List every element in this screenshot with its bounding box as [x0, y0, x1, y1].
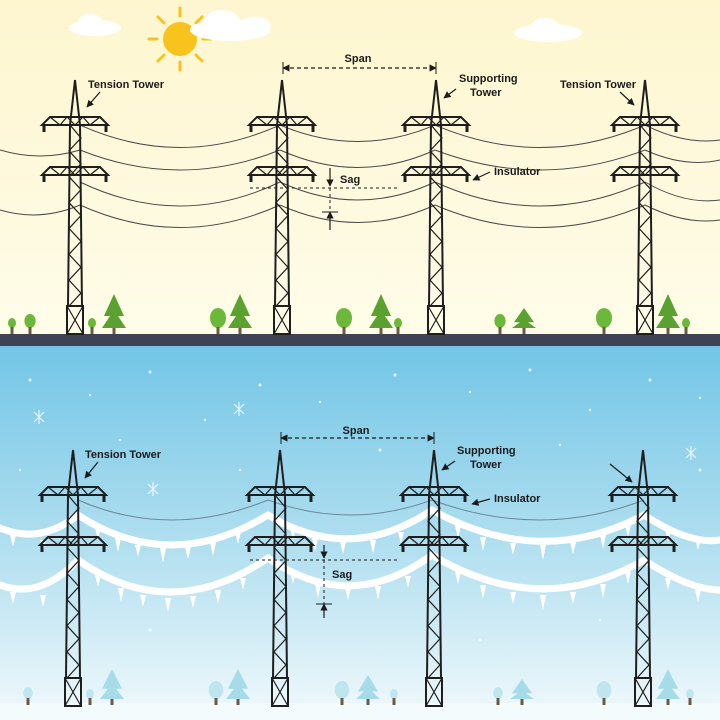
span-label-winter: Span — [343, 425, 370, 437]
tension-tower-label-left: Tension Tower — [88, 79, 165, 91]
supporting-tower-label-line2: Tower — [470, 87, 502, 99]
summer-tower-1 — [39, 79, 111, 335]
winter-tower-4 — [607, 449, 679, 707]
tree-icon — [226, 669, 250, 705]
tree-icon — [656, 669, 680, 705]
icicles — [10, 525, 701, 613]
tree-icon — [336, 308, 352, 334]
tree-icon — [686, 689, 694, 705]
sag-dimension-winter — [250, 545, 400, 618]
supporting-tower-label-line1: Supporting — [459, 73, 518, 85]
summer-tower-4 — [609, 79, 681, 335]
arrow-icon — [472, 171, 491, 181]
arrow-icon — [619, 91, 635, 106]
tension-tower-label-winter: Tension Tower — [85, 449, 162, 461]
sag-label-winter: Sag — [332, 569, 352, 581]
trees — [8, 294, 694, 705]
tree-icon — [682, 318, 690, 334]
summer-tower-2 — [246, 79, 318, 335]
tree-icon — [24, 314, 36, 334]
winter-tower-1 — [37, 449, 109, 707]
tree-icon — [369, 294, 393, 334]
tension-tower-label-right: Tension Tower — [560, 79, 637, 91]
winter-panel — [0, 346, 720, 720]
tree-icon — [596, 308, 612, 334]
tree-icon — [210, 308, 226, 334]
tree-icon — [493, 687, 503, 705]
towers — [37, 79, 681, 707]
winter-annotations: Span Tension Tower Supporting Tower Insu… — [84, 425, 633, 618]
arrow-icon — [441, 460, 456, 471]
arrow-icon — [443, 88, 457, 99]
sag-dimension — [250, 168, 400, 230]
tree-icon — [23, 687, 33, 705]
supporting-tower-label-winter-line2: Tower — [470, 459, 502, 471]
tree-icon — [390, 689, 398, 705]
tree-icon — [656, 294, 680, 334]
tree-icon — [356, 675, 380, 705]
summer-wires — [0, 124, 720, 228]
snow-dots — [18, 368, 702, 642]
summer-tower-3 — [400, 79, 472, 335]
winter-tower-3 — [398, 449, 470, 707]
span-dimension — [282, 62, 437, 74]
winter-iced-wires — [0, 506, 720, 596]
sun-icon — [147, 6, 213, 72]
tree-icon — [228, 294, 252, 334]
tree-icon — [510, 679, 534, 705]
insulator-label: Insulator — [494, 166, 541, 178]
summer-annotations: Span Tension Tower Supporting Tower Tens… — [86, 53, 637, 230]
span-dimension-winter — [280, 432, 435, 444]
tree-icon — [512, 308, 536, 334]
tree-icon — [394, 318, 402, 334]
arrow-icon — [471, 498, 491, 506]
tree-icon — [102, 294, 126, 334]
snowflake-icon — [33, 402, 697, 496]
span-label: Span — [345, 53, 372, 65]
arrow-icon — [86, 91, 101, 108]
tree-icon — [334, 681, 350, 705]
tree-icon — [208, 681, 224, 705]
summer-ground — [0, 334, 720, 346]
tree-icon — [88, 318, 96, 334]
supporting-tower-label-winter-line1: Supporting — [457, 445, 516, 457]
tree-icon — [596, 681, 612, 705]
tree-icon — [494, 314, 506, 334]
summer-panel — [0, 0, 720, 346]
insulator-label-winter: Insulator — [494, 493, 541, 505]
winter-ground — [0, 703, 720, 720]
arrow-icon — [84, 461, 99, 479]
tree-icon — [8, 318, 16, 334]
tree-icon — [100, 669, 124, 705]
cloud-icon — [69, 10, 582, 42]
tree-icon — [86, 689, 94, 705]
winter-wires — [77, 499, 645, 521]
winter-tower-2 — [244, 449, 316, 707]
summer-sky — [0, 0, 720, 336]
arrow-icon — [609, 463, 633, 483]
sag-label: Sag — [340, 174, 360, 186]
